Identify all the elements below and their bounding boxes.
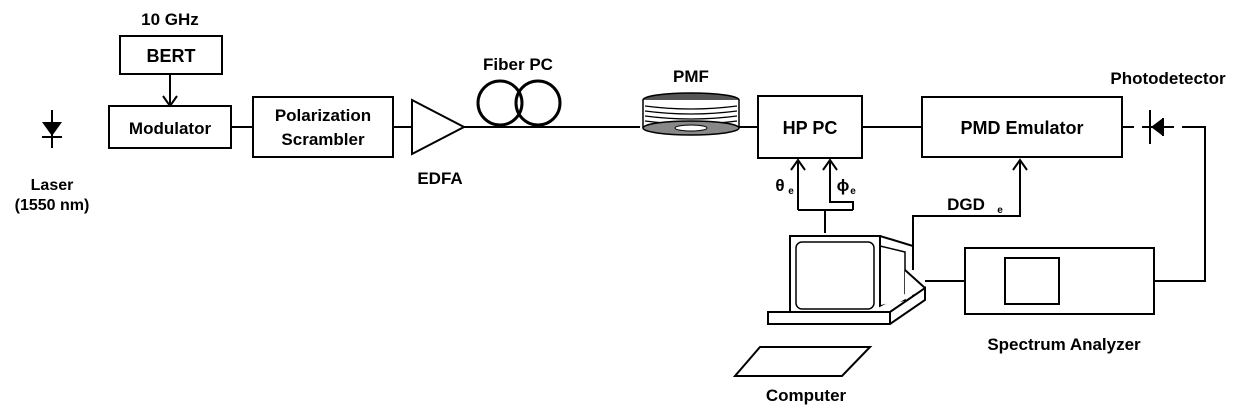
photodetector-label: Photodetector — [1110, 69, 1226, 88]
bert-box: BERT — [119, 35, 223, 75]
dgd-label: DGD — [947, 195, 985, 214]
theta-symbol: θ — [775, 176, 784, 195]
laser-diode-icon — [42, 110, 62, 148]
theta-subscript: e — [788, 186, 794, 197]
spectrum-analyzer-label: Spectrum Analyzer — [987, 335, 1141, 354]
fiber-loops-icon — [476, 79, 562, 127]
fiber-spool-icon — [642, 92, 740, 136]
scrambler-label-line2: Scrambler — [281, 130, 365, 149]
phi-symbol: ϕ — [837, 176, 850, 195]
bert-label: BERT — [147, 46, 196, 66]
computer-label: Computer — [766, 386, 847, 405]
bit-rate-label: 10 GHz — [141, 10, 199, 29]
pmd-emulator-box: PMD Emulator — [921, 96, 1123, 158]
hp-pc-label: HP PC — [783, 118, 838, 138]
hp-pc-box: HP PC — [757, 95, 863, 159]
modulator-label: Modulator — [129, 119, 212, 138]
theta-control-line — [790, 158, 806, 210]
pmd-emulator-label: PMD Emulator — [960, 118, 1083, 138]
dgd-control-line — [912, 158, 1028, 268]
edfa-label: EDFA — [417, 169, 462, 188]
polarization-scrambler-box: Polarization Scrambler — [252, 96, 394, 158]
bert-to-modulator-arrow — [162, 74, 178, 108]
detector-to-analyzer-cable — [1154, 126, 1206, 282]
spectrum-analyzer-icon — [964, 247, 1155, 315]
laser-label: Laser — [31, 177, 74, 194]
amplifier-triangle-icon — [411, 98, 467, 156]
photodiode-icon — [1149, 110, 1164, 144]
modulator-box: Modulator — [108, 105, 232, 149]
computer-icon — [732, 235, 926, 377]
fiber-pc-label: Fiber PC — [483, 55, 553, 74]
pmf-label: PMF — [673, 67, 709, 86]
phi-subscript: e — [850, 186, 856, 197]
scrambler-label-line1: Polarization — [275, 106, 371, 125]
laser-wavelength-label: (1550 nm) — [15, 197, 90, 214]
dgd-subscript: e — [997, 205, 1003, 216]
phi-control-line — [822, 158, 854, 210]
